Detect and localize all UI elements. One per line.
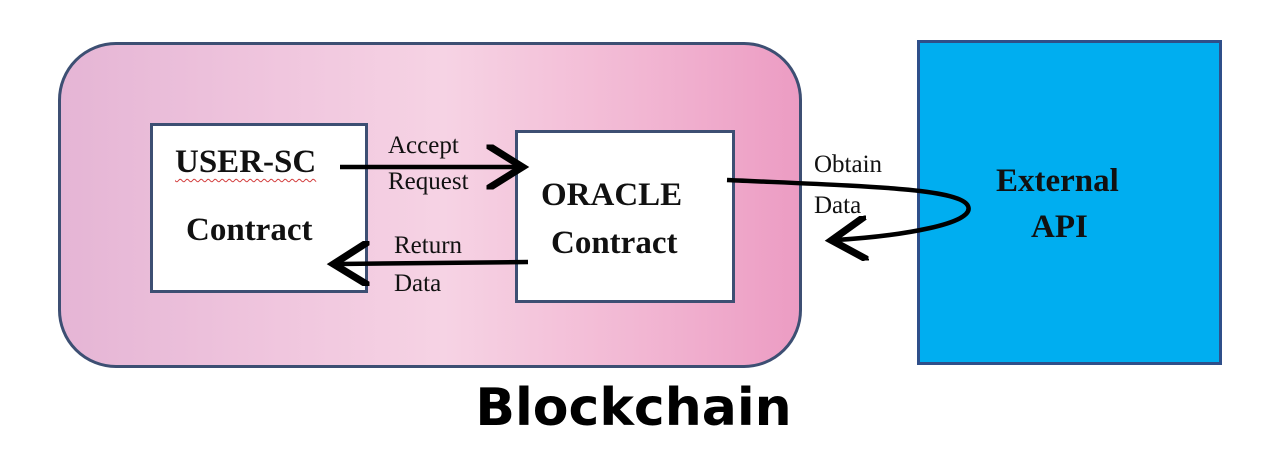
accept-request-label-line1: Accept: [388, 132, 459, 159]
oracle-contract-box: [515, 130, 735, 303]
user-sc-title: USER-SC: [175, 144, 317, 180]
accept-request-label-line2: Request: [388, 168, 469, 195]
external-api-title: External: [996, 163, 1119, 199]
external-api-box: [917, 40, 1222, 365]
return-data-label-line1: Return: [394, 232, 463, 259]
oracle-contract-title: ORACLE: [541, 177, 683, 213]
blockchain-caption: Blockchain: [475, 378, 792, 438]
obtain-data-label-line1: Obtain: [814, 151, 883, 178]
oracle-contract-subtitle: Contract: [551, 225, 678, 261]
user-sc-subtitle: Contract: [186, 212, 313, 248]
obtain-data-label-line2: Data: [814, 192, 862, 219]
external-api-subtitle: API: [1031, 209, 1088, 245]
return-data-label-line2: Data: [394, 270, 442, 297]
